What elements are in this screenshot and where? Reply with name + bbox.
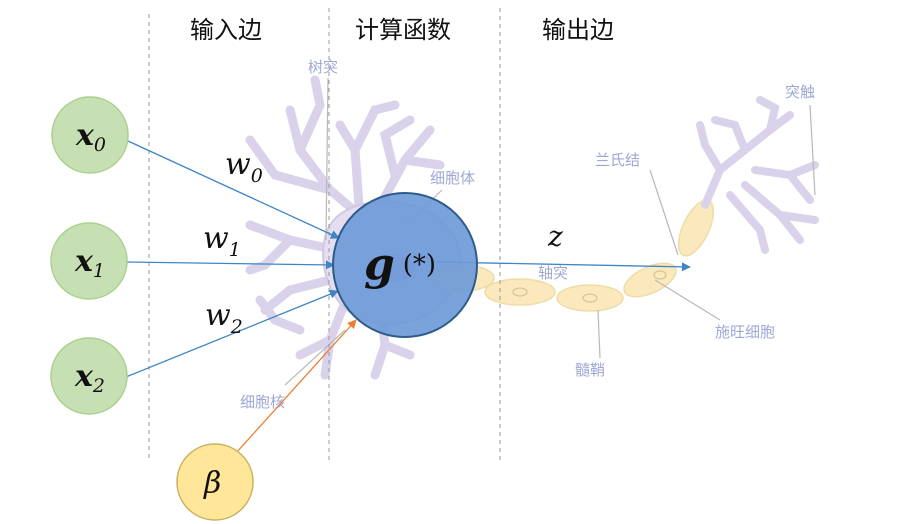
weight-w1: w1 bbox=[203, 221, 241, 261]
arrow-x1 bbox=[126, 260, 335, 270]
bias-label: β bbox=[203, 466, 221, 501]
label-node-of-ranvier: 兰氏结 bbox=[595, 151, 640, 169]
label-nucleus: 细胞核 bbox=[240, 393, 285, 411]
label-synapse: 突触 bbox=[785, 83, 815, 101]
input-x0-label: x0 bbox=[75, 118, 106, 156]
function-node: g(*) bbox=[332, 192, 478, 338]
axon-terminals bbox=[696, 96, 819, 254]
input-arrows bbox=[125, 140, 340, 378]
weight-w2: w2 bbox=[205, 298, 243, 338]
input-x1-label: x1 bbox=[74, 244, 105, 282]
weight-w0: w0 bbox=[225, 147, 263, 187]
heading-input-edge: 输入边 bbox=[190, 16, 262, 44]
schwann-nucleus bbox=[512, 287, 528, 297]
function-label: g(*) bbox=[364, 239, 436, 290]
myelin-segment bbox=[623, 262, 677, 298]
input-node-x1: x1 bbox=[50, 222, 128, 300]
input-node-x2: x2 bbox=[50, 337, 128, 415]
myelin-segment bbox=[556, 284, 624, 312]
schwann-nucleus bbox=[582, 293, 598, 303]
label-myelin-sheath: 髓鞘 bbox=[575, 361, 605, 379]
bias-node: β bbox=[176, 443, 254, 521]
arrow-output bbox=[436, 261, 691, 272]
schwann-nucleus bbox=[653, 270, 667, 280]
heading-output-edge: 输出边 bbox=[542, 16, 614, 44]
myelin-segment bbox=[677, 199, 715, 257]
label-axon: 轴突 bbox=[538, 264, 568, 282]
arrow-x0 bbox=[127, 140, 340, 239]
myelin-segment bbox=[484, 278, 556, 306]
label-cell-body: 细胞体 bbox=[430, 169, 475, 187]
heading-compute-function: 计算函数 bbox=[355, 16, 451, 44]
annotation-leaders bbox=[284, 77, 816, 386]
arrow-x2 bbox=[125, 289, 339, 378]
input-node-x0: x0 bbox=[51, 96, 129, 174]
label-dendrite: 树突 bbox=[308, 58, 338, 76]
output-z-label: z bbox=[547, 220, 563, 253]
arrow-bias bbox=[235, 319, 357, 454]
neuron-illustration: 树突 细胞体 细胞核 轴突 兰氏结 施旺细胞 髓鞘 突触 bbox=[240, 58, 819, 411]
label-schwann-cell: 施旺细胞 bbox=[715, 323, 775, 341]
input-x2-label: x2 bbox=[74, 359, 105, 397]
column-dividers bbox=[148, 8, 501, 462]
